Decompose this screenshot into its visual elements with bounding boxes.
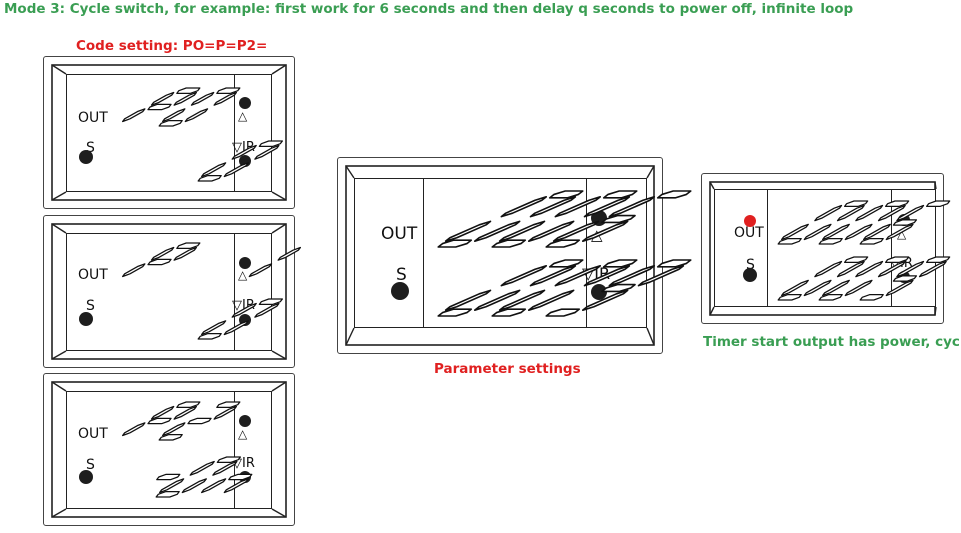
seven-segment-digit <box>545 259 692 317</box>
p1-display <box>43 215 295 368</box>
mode-heading: Mode 3: Cycle switch, for example: first… <box>4 1 854 17</box>
seven-segment-digit <box>777 256 869 301</box>
out-label: OUT <box>78 110 108 126</box>
down-ir-button-icon <box>591 284 607 300</box>
s-label: S <box>86 298 95 314</box>
seven-segment-digit <box>859 256 951 301</box>
seven-segment-digit <box>197 298 284 340</box>
seven-segment-digit <box>777 200 869 245</box>
lcd-screen <box>66 74 272 192</box>
seven-segment-digit <box>155 456 242 498</box>
seven-segment-digit <box>122 87 201 123</box>
seven-segment-digit <box>545 190 692 248</box>
seven-segment-digit <box>122 242 201 278</box>
seven-segment-digit <box>201 473 253 494</box>
parameter-settings-caption: Parameter settings <box>434 361 581 377</box>
out-label: OUT <box>381 224 418 244</box>
seven-segment-digit <box>158 401 241 441</box>
up-arrow-icon: △ <box>238 268 248 282</box>
button-panel <box>234 75 271 191</box>
lcd-screen <box>66 233 272 351</box>
timer-output-caption: Timer start output has power, cycle <box>703 334 961 350</box>
out-led-indicator <box>744 215 756 227</box>
seven-segment-digit <box>248 246 302 278</box>
up-button-icon <box>239 257 251 269</box>
frame-bevel <box>51 223 287 360</box>
button-panel <box>586 179 646 327</box>
button-panel <box>891 190 935 306</box>
out-label: OUT <box>734 225 764 241</box>
seven-segment-digit <box>491 190 638 248</box>
s-label: S <box>396 265 407 285</box>
seven-segment-digit <box>818 256 910 301</box>
up-arrow-icon: △ <box>238 427 248 441</box>
p2-display <box>43 373 295 526</box>
up-button-icon <box>239 415 251 427</box>
label-panel <box>767 190 768 306</box>
seven-segment-digit <box>158 87 241 127</box>
seven-segment-digit <box>818 200 910 245</box>
seven-segment-digit <box>156 473 181 481</box>
s-label: S <box>86 140 95 156</box>
button-panel <box>234 392 271 508</box>
s-button-icon <box>79 312 93 326</box>
code-setting-label: Code setting: PO=P=P2= <box>76 38 268 54</box>
s-label: S <box>746 257 755 273</box>
seven-segment-digit <box>859 200 951 245</box>
seven-segment-digit <box>122 401 201 437</box>
s-label: S <box>86 457 95 473</box>
seven-segment-digit <box>437 259 584 317</box>
frame-bevel <box>345 165 655 346</box>
frame-bevel <box>51 64 287 201</box>
s-button-icon <box>79 470 93 484</box>
s-button-icon <box>79 150 93 164</box>
out-label: OUT <box>78 426 108 442</box>
timer-display <box>701 173 944 324</box>
up-arrow-icon: △ <box>238 109 248 123</box>
seven-segment-digit <box>491 259 638 317</box>
parameter-display <box>337 157 663 354</box>
seven-segment-digit <box>437 190 584 248</box>
up-button-icon <box>239 97 251 109</box>
p0-display <box>43 56 295 209</box>
s-button-icon <box>743 268 757 282</box>
up-arrow-icon: △ <box>897 227 907 241</box>
seven-segment-digit <box>197 140 284 182</box>
frame-bevel <box>51 381 287 518</box>
label-panel <box>423 179 424 327</box>
out-label: OUT <box>78 267 108 283</box>
button-panel <box>234 234 271 350</box>
s-button-icon <box>391 282 409 300</box>
